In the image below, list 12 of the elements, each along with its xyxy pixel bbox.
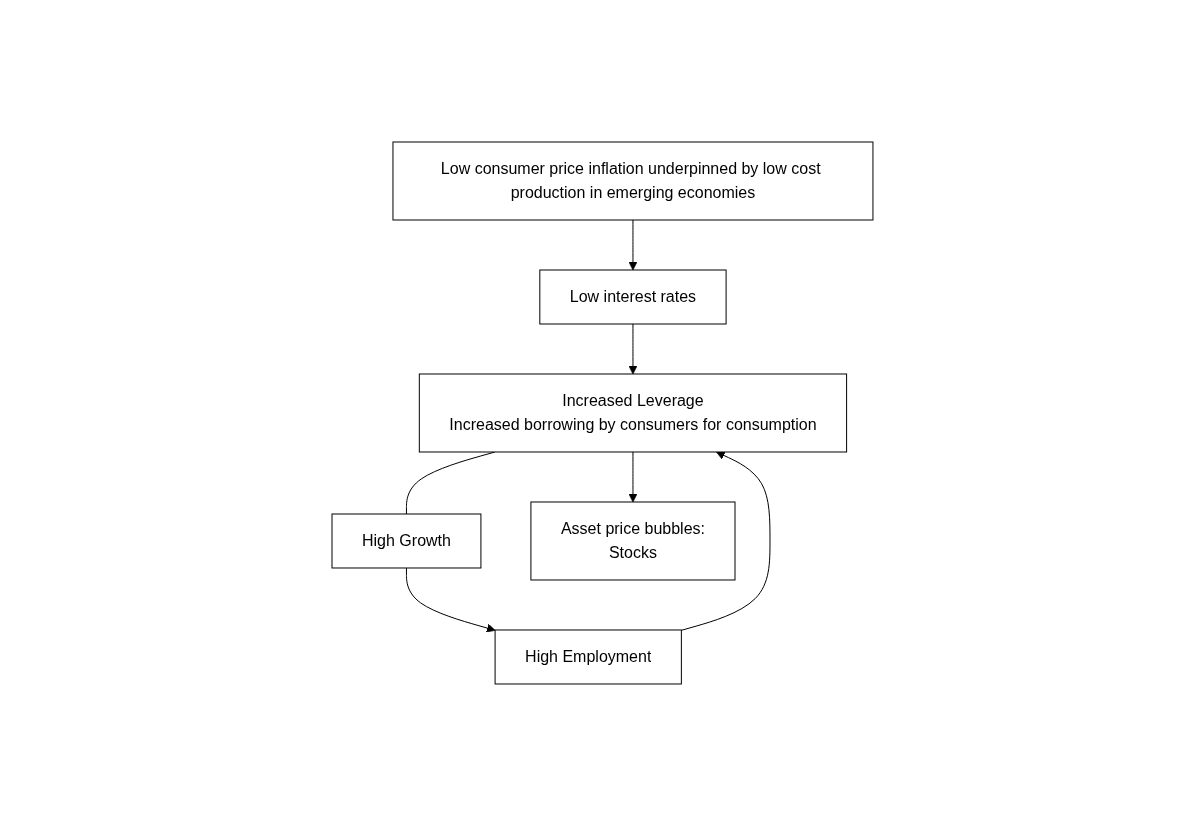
connector	[405, 451, 495, 514]
node-box: Asset price bubbles: Stocks	[529, 501, 735, 580]
arrow	[680, 450, 770, 631]
node-box: Low interest rates	[538, 269, 727, 324]
node-box: High Employment	[494, 629, 682, 684]
arrow	[405, 567, 495, 632]
arrow	[628, 219, 637, 270]
arrow	[628, 323, 637, 374]
node-box: Increased Leverage Increased borrowing by consumers for consumption	[418, 373, 847, 452]
arrow	[628, 451, 637, 502]
node-box: Low consumer price inflation underpinned by low cost production in emerging economies	[392, 141, 873, 220]
node-box: High Growth	[331, 513, 481, 568]
